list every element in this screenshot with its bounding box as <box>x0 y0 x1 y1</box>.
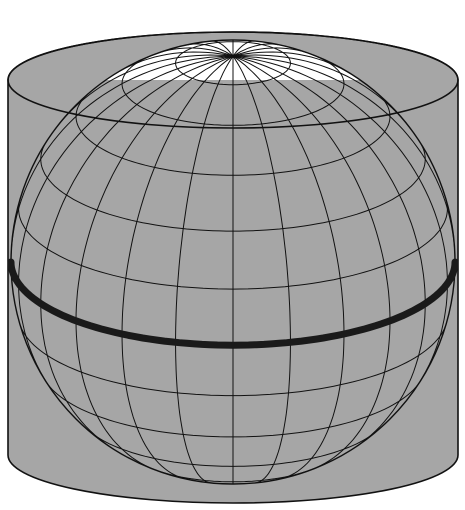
globe <box>11 40 455 484</box>
